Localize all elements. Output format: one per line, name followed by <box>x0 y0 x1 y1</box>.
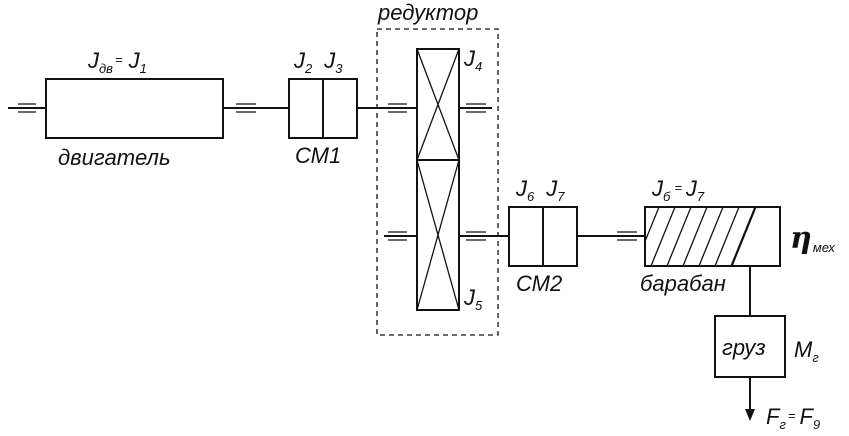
force-label: Fг=F9 <box>766 404 820 432</box>
coupling2-right-half <box>542 206 578 267</box>
motor-inertia-label: Jдв=J1 <box>87 48 147 76</box>
reducer-gear-top <box>416 48 460 161</box>
load-mass-label: Mг <box>794 337 819 365</box>
motor-body <box>45 78 224 139</box>
coupling2-left-half <box>508 206 544 267</box>
coupling2-label: СМ2 <box>516 271 562 296</box>
drum-label: барабан <box>640 271 726 296</box>
reducer-top-inertia-label: J4 <box>463 46 482 74</box>
reducer-shaft-stub-top <box>459 103 492 113</box>
motor-label: двигатель <box>58 145 171 170</box>
shaft-cm1-to-reducer <box>357 103 417 113</box>
reducer-bottom-inertia-label: J5 <box>463 285 483 313</box>
efficiency-label: ηмех <box>790 221 835 256</box>
reducer-frame <box>376 28 499 336</box>
reducer-title: редуктор <box>377 0 478 25</box>
coupling1-left-half <box>288 78 324 139</box>
force-arrow <box>745 377 755 421</box>
shaft-motor-to-cm1 <box>223 103 289 113</box>
shaft-cm2-to-drum <box>577 231 645 241</box>
motor-shaft-left <box>8 103 46 113</box>
drum-hatch-edge <box>731 206 757 267</box>
drum-body <box>644 206 781 267</box>
coupling1-label: СМ1 <box>295 143 341 168</box>
drum-inertia-label: Jб=J7 <box>651 176 705 204</box>
drum-hatching <box>645 207 756 266</box>
coupling1-right-half <box>322 78 358 139</box>
reducer-gear-bottom <box>416 159 460 311</box>
shaft-reducer-to-cm2 <box>459 231 509 241</box>
load-label: груз <box>722 335 766 360</box>
reducer-shaft-stub-left <box>384 231 417 241</box>
